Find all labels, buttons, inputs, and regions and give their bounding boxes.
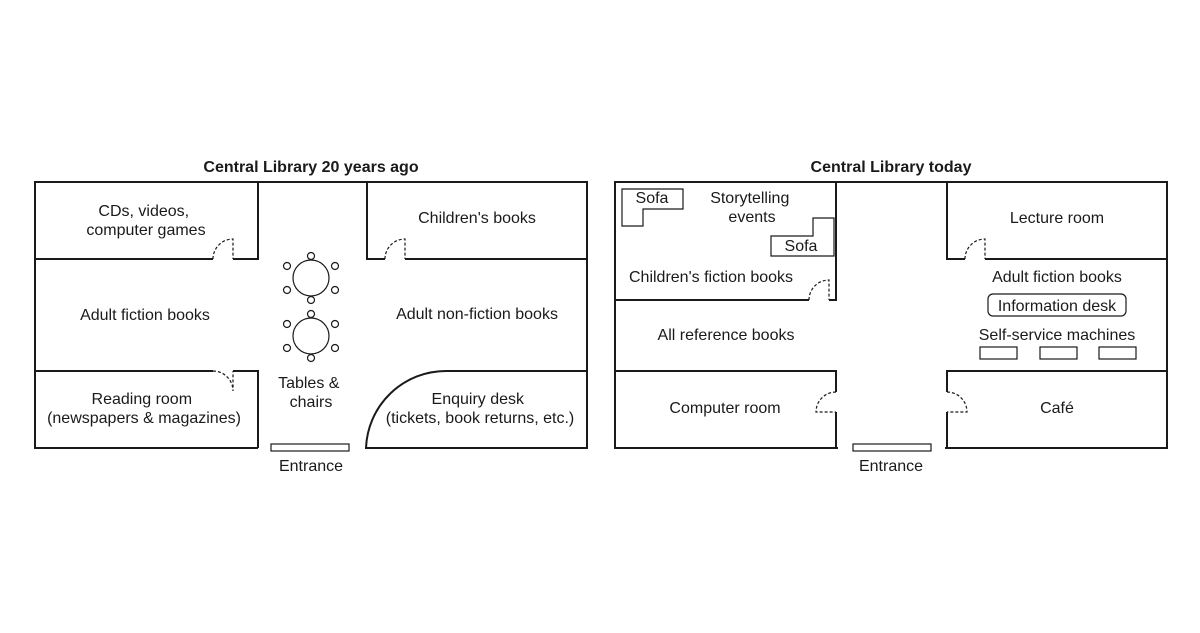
new-computer-room-door bbox=[815, 391, 837, 413]
old-entrance-label: Entrance bbox=[279, 458, 343, 475]
chair-circle bbox=[282, 319, 292, 329]
old-enquiry-desk-label: Enquiry desk (tickets, book returns, etc… bbox=[386, 391, 575, 427]
old-cds-room-wall bbox=[35, 182, 259, 260]
old-cds-room-door bbox=[212, 238, 234, 260]
new-sofa-top-label: Sofa bbox=[636, 190, 669, 207]
chair-circle bbox=[330, 319, 340, 329]
new-cafe-wall bbox=[946, 370, 1167, 448]
old-reading-room-label: Reading room (newspapers & magazines) bbox=[47, 391, 241, 427]
old-tables-label: Tables & chairs bbox=[278, 375, 344, 411]
new-sofa-bottom bbox=[770, 217, 835, 257]
new-childrens-fiction-label: Children's fiction books bbox=[629, 269, 793, 286]
chair-circle bbox=[306, 309, 316, 319]
old-childrens-room-wall bbox=[366, 182, 587, 260]
old-cds-label: CDs, videos, computer games bbox=[86, 203, 205, 239]
new-lecture-room-door bbox=[964, 238, 986, 260]
old-table-top bbox=[282, 251, 340, 305]
new-adult-fiction-label: Adult fiction books bbox=[992, 269, 1122, 286]
chair-circle bbox=[306, 251, 316, 261]
old-childrens-room-door bbox=[384, 238, 406, 260]
table-circle bbox=[292, 317, 330, 355]
new-cafe-door bbox=[946, 391, 968, 413]
self-service-machine bbox=[1098, 346, 1137, 360]
new-sofa-top bbox=[621, 188, 684, 227]
chair-circle bbox=[330, 285, 340, 295]
new-cafe-label: Café bbox=[1040, 400, 1074, 417]
new-lecture-room-label: Lecture room bbox=[1010, 210, 1104, 227]
chair-circle bbox=[282, 261, 292, 271]
old-reading-room-wall bbox=[35, 370, 259, 448]
chair-circle bbox=[282, 285, 292, 295]
new-information-desk-label: Information desk bbox=[998, 298, 1117, 315]
new-computer-room-label: Computer room bbox=[669, 400, 780, 417]
old-reading-room-door bbox=[212, 370, 234, 392]
new-childrens-area-door bbox=[808, 279, 830, 301]
plan-today: Central Library today Sofa Sofa Storytel… bbox=[614, 159, 1168, 475]
new-storytelling-label: Storytelling events bbox=[710, 190, 794, 226]
chair-circle bbox=[282, 343, 292, 353]
old-adult-nonfiction-label: Adult non-fiction books bbox=[396, 306, 558, 323]
old-entrance-doormat bbox=[270, 443, 350, 452]
plan-20-years-ago: Central Library 20 years ago bbox=[34, 159, 588, 475]
old-childrens-books-label: Children's books bbox=[418, 210, 536, 227]
new-computer-room-wall bbox=[615, 370, 837, 448]
new-reference-books-label: All reference books bbox=[658, 327, 795, 344]
chair-circle bbox=[306, 353, 316, 363]
chair-circle bbox=[330, 261, 340, 271]
new-plan-title: Central Library today bbox=[811, 159, 972, 176]
new-lecture-room-wall bbox=[946, 182, 1167, 260]
chair-circle bbox=[306, 295, 316, 305]
new-childrens-area-wall bbox=[615, 182, 837, 301]
old-adult-fiction-label: Adult fiction books bbox=[80, 307, 210, 324]
old-enquiry-room-wall bbox=[365, 370, 587, 449]
self-service-machine bbox=[1039, 346, 1078, 360]
chair-circle bbox=[330, 343, 340, 353]
new-entrance-label: Entrance bbox=[859, 458, 923, 475]
old-plan-title: Central Library 20 years ago bbox=[203, 159, 418, 176]
new-information-desk bbox=[987, 293, 1127, 317]
new-self-service-label: Self-service machines bbox=[979, 327, 1136, 344]
self-service-machine bbox=[979, 346, 1018, 360]
new-entrance-doormat bbox=[852, 443, 932, 452]
table-circle bbox=[292, 259, 330, 297]
old-table-bottom bbox=[282, 309, 340, 363]
new-sofa-bottom-label: Sofa bbox=[785, 238, 818, 255]
